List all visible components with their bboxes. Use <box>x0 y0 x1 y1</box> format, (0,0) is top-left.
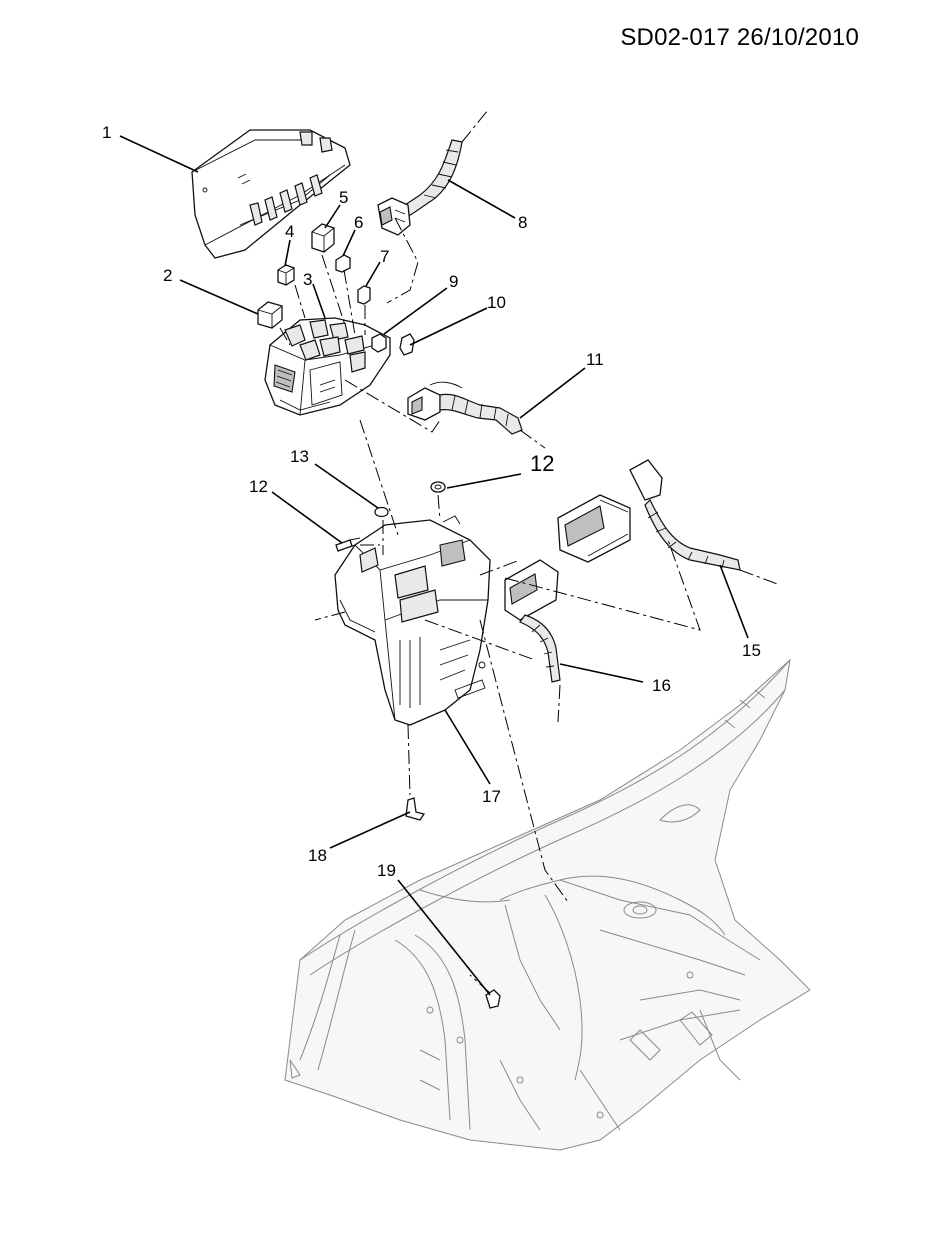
part-8-harness-connector <box>377 139 463 236</box>
callout-12-left: 12 <box>249 477 268 496</box>
leader-lines <box>119 135 749 996</box>
part-12-nut-upper <box>430 481 446 493</box>
part-3-fuse-relay-block <box>264 317 391 416</box>
callout-10: 10 <box>487 293 506 312</box>
part-15-harness-connector <box>557 459 741 571</box>
part-2-relay <box>257 301 283 329</box>
callout-17: 17 <box>482 787 501 806</box>
callout-13: 13 <box>290 447 309 466</box>
header: SD02-017 26/10/2010 <box>0 0 935 60</box>
part-16-harness-connector <box>504 559 561 683</box>
part-18-bracket <box>405 797 426 821</box>
callout-4: 4 <box>285 222 294 241</box>
vehicle-body-structure <box>284 658 811 1151</box>
part-6-fuse <box>335 254 351 273</box>
callout-8: 8 <box>518 213 527 232</box>
callout-9: 9 <box>449 272 458 291</box>
callout-2: 2 <box>163 266 172 285</box>
part-11-harness-connector <box>407 381 523 435</box>
callout-3: 3 <box>303 270 312 289</box>
part-13-grommet <box>374 506 389 518</box>
part-5-relay <box>311 223 335 253</box>
part-9-connector-clip <box>371 333 387 353</box>
callout-1: 1 <box>102 123 111 142</box>
callout-19: 19 <box>377 861 396 880</box>
callout-12-upper: 12 <box>530 451 554 476</box>
callout-16: 16 <box>652 676 671 695</box>
diagram-code-date: SD02-017 26/10/2010 <box>620 24 859 51</box>
callout-18: 18 <box>308 846 327 865</box>
alignment-lines <box>279 109 781 994</box>
part-10-retainer-clip <box>399 333 415 356</box>
part-17-fusebox-housing <box>334 515 491 726</box>
callout-6: 6 <box>354 213 363 232</box>
callout-15: 15 <box>742 641 761 660</box>
callout-11: 11 <box>586 350 604 369</box>
callout-labels: 1 2 3 4 5 6 7 8 9 10 11 12 12 13 15 16 1… <box>102 123 761 880</box>
part-4-mini-relay <box>277 264 295 286</box>
callout-7: 7 <box>380 247 389 266</box>
part-7-fuse <box>357 285 371 305</box>
callout-5: 5 <box>339 188 348 207</box>
part-1-fusebox-cover <box>191 129 351 259</box>
